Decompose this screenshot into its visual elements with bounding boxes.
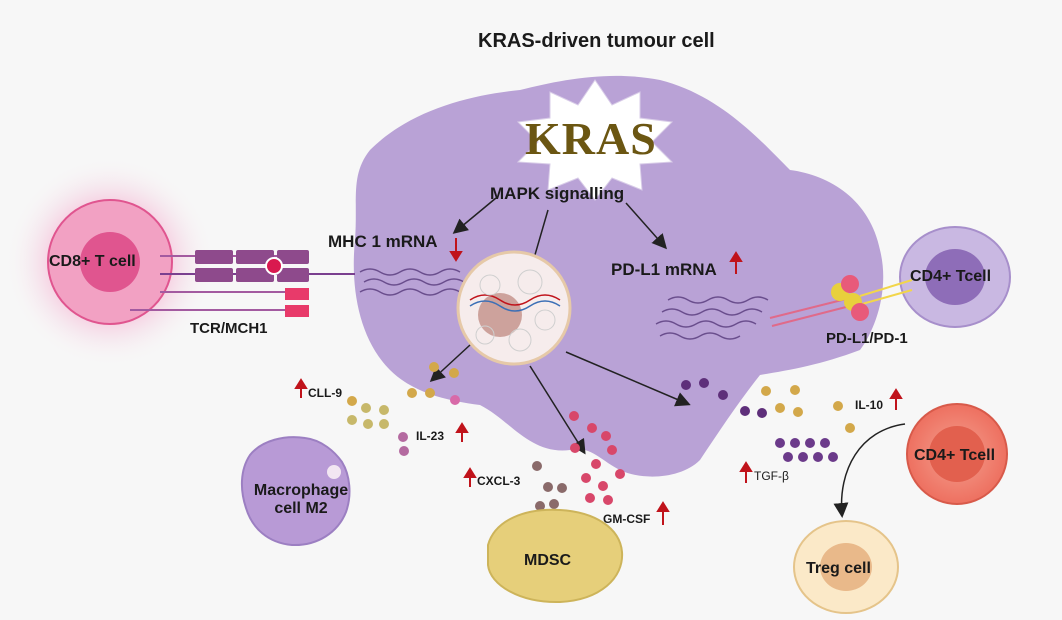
kras-label: KRAS [525, 113, 657, 164]
cd4-bottom-label: CD4+ Tcell [914, 447, 996, 464]
tgfb-label: TGF-β [754, 469, 789, 483]
mhc-mrna-strands [359, 268, 465, 296]
treg-label: Treg cell [806, 560, 871, 577]
diagram-title: KRAS-driven tumour cell [478, 30, 715, 52]
cd8-nucleus [80, 232, 140, 292]
cytokine-cluster-left [347, 362, 460, 456]
tumour-cell [353, 75, 884, 477]
kras-starburst [516, 79, 674, 201]
mdsc-label: MDSC [524, 552, 572, 569]
tcr-label: TCR/MCH1 [190, 320, 268, 337]
cxcl3-label: CXCL-3 [477, 474, 521, 488]
pdl1-pd1-label: PD-L1/PD-1 [826, 330, 908, 347]
macrophage-cell [240, 436, 351, 547]
il23-label: IL-23 [416, 429, 445, 443]
pdl1-mrna-strands [655, 296, 769, 340]
il10-label: IL-10 [855, 398, 884, 412]
mhc-mrna-label: MHC 1 mRNA [328, 232, 438, 251]
cd4-to-treg-arrow [833, 423, 906, 518]
macrophage-label: Macrophage cell M2 [253, 482, 349, 517]
pdl1-pd1-binding [769, 275, 913, 327]
tcr-complex [130, 250, 355, 317]
cytokine-cluster-middle [532, 411, 625, 531]
cd4-top-label: CD4+ Tcell [910, 268, 992, 285]
cd8-label: CD8+ T cell [49, 253, 136, 270]
gmcsf-label: GM-CSF [603, 512, 651, 526]
cll9-label: CLL-9 [308, 386, 342, 400]
mdsc-cell [487, 508, 624, 604]
mapk-label: MAPK signalling [490, 184, 625, 203]
cytokine-cluster-right [681, 378, 855, 462]
pdl1-mrna-label: PD-L1 mRNA [611, 260, 717, 279]
